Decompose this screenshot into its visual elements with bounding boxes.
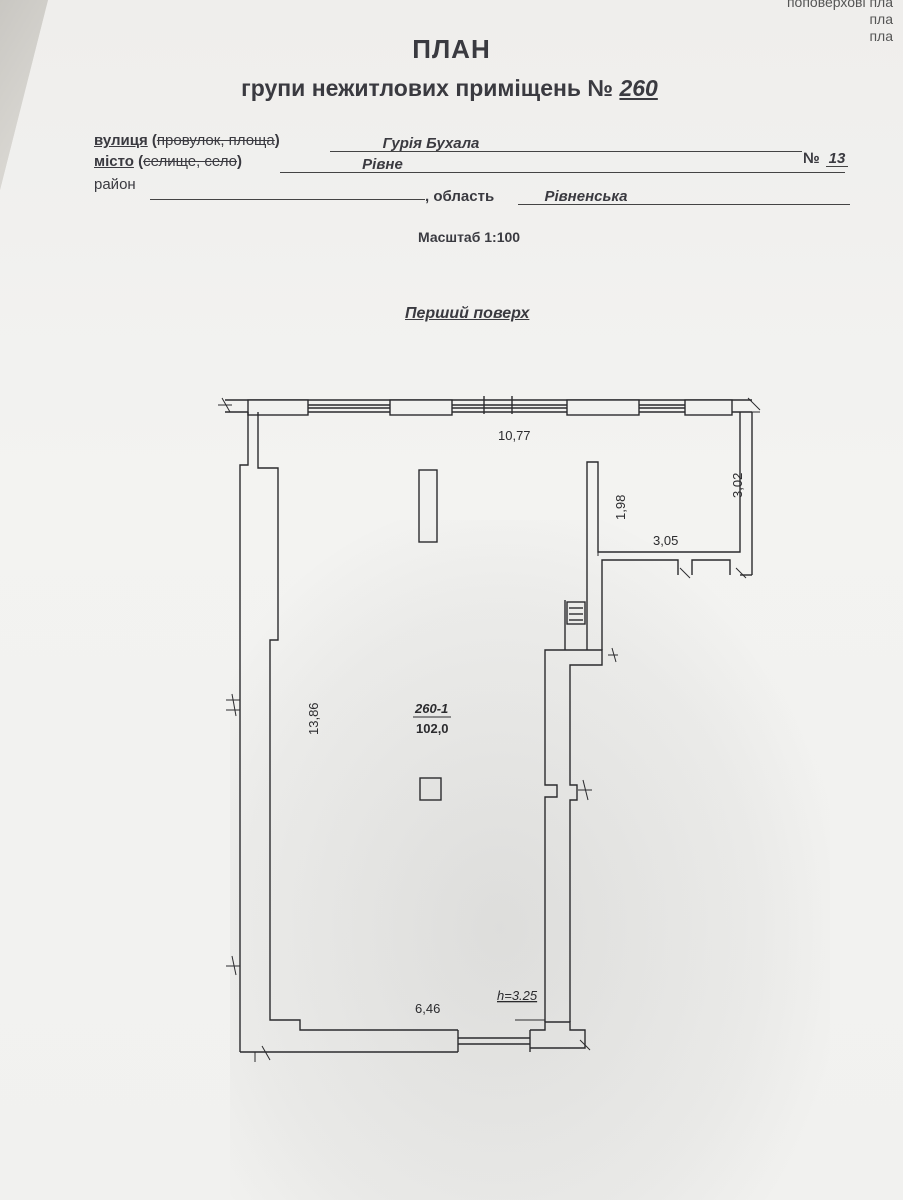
room-id: 260-1 xyxy=(414,701,448,716)
plan-walls xyxy=(225,396,753,1053)
dimension-lines xyxy=(218,397,761,1062)
dim-top-width: 10,77 xyxy=(498,428,531,443)
document-subtitle: групи нежитлових приміщень № 260 xyxy=(0,75,901,102)
dim-corridor-width: 3,05 xyxy=(653,533,678,548)
dim-height: h=3.25 xyxy=(497,988,538,1003)
street-value: Гурія Бухала xyxy=(330,135,802,152)
scale-label: Масштаб 1:100 xyxy=(418,229,521,245)
city-label: місто xyxy=(94,153,134,170)
number-label: № xyxy=(803,150,820,167)
subtitle-number: 260 xyxy=(619,75,658,101)
subtitle-prefix: групи нежитлових приміщень № xyxy=(241,75,614,101)
region-label: , область xyxy=(425,188,495,205)
district-value xyxy=(150,183,425,200)
region-value: Рівненська xyxy=(518,188,850,205)
district-label: район xyxy=(94,176,136,193)
dim-bottom-width: 6,46 xyxy=(415,1001,440,1016)
number-value: 13 xyxy=(826,150,848,167)
city-alt-options: селище, село xyxy=(143,153,238,170)
city-row: місто (селище, село) xyxy=(94,153,243,170)
street-label: вулиця xyxy=(94,132,148,149)
street-row: вулиця (провулок, площа) xyxy=(94,132,280,149)
corner-text: поповерхові пла пла пла xyxy=(786,0,893,44)
document-title: ПЛАН xyxy=(412,34,491,64)
street-alt-options: провулок, площа xyxy=(156,132,275,149)
dim-right-wing: 3,02 xyxy=(730,473,745,498)
city-value: Рівне xyxy=(280,156,845,173)
room-area: 102,0 xyxy=(416,721,449,736)
floor-label: Перший поверх xyxy=(405,305,530,322)
dim-corridor-depth: 1,98 xyxy=(613,495,628,520)
dim-left-length: 13,86 xyxy=(306,702,321,735)
